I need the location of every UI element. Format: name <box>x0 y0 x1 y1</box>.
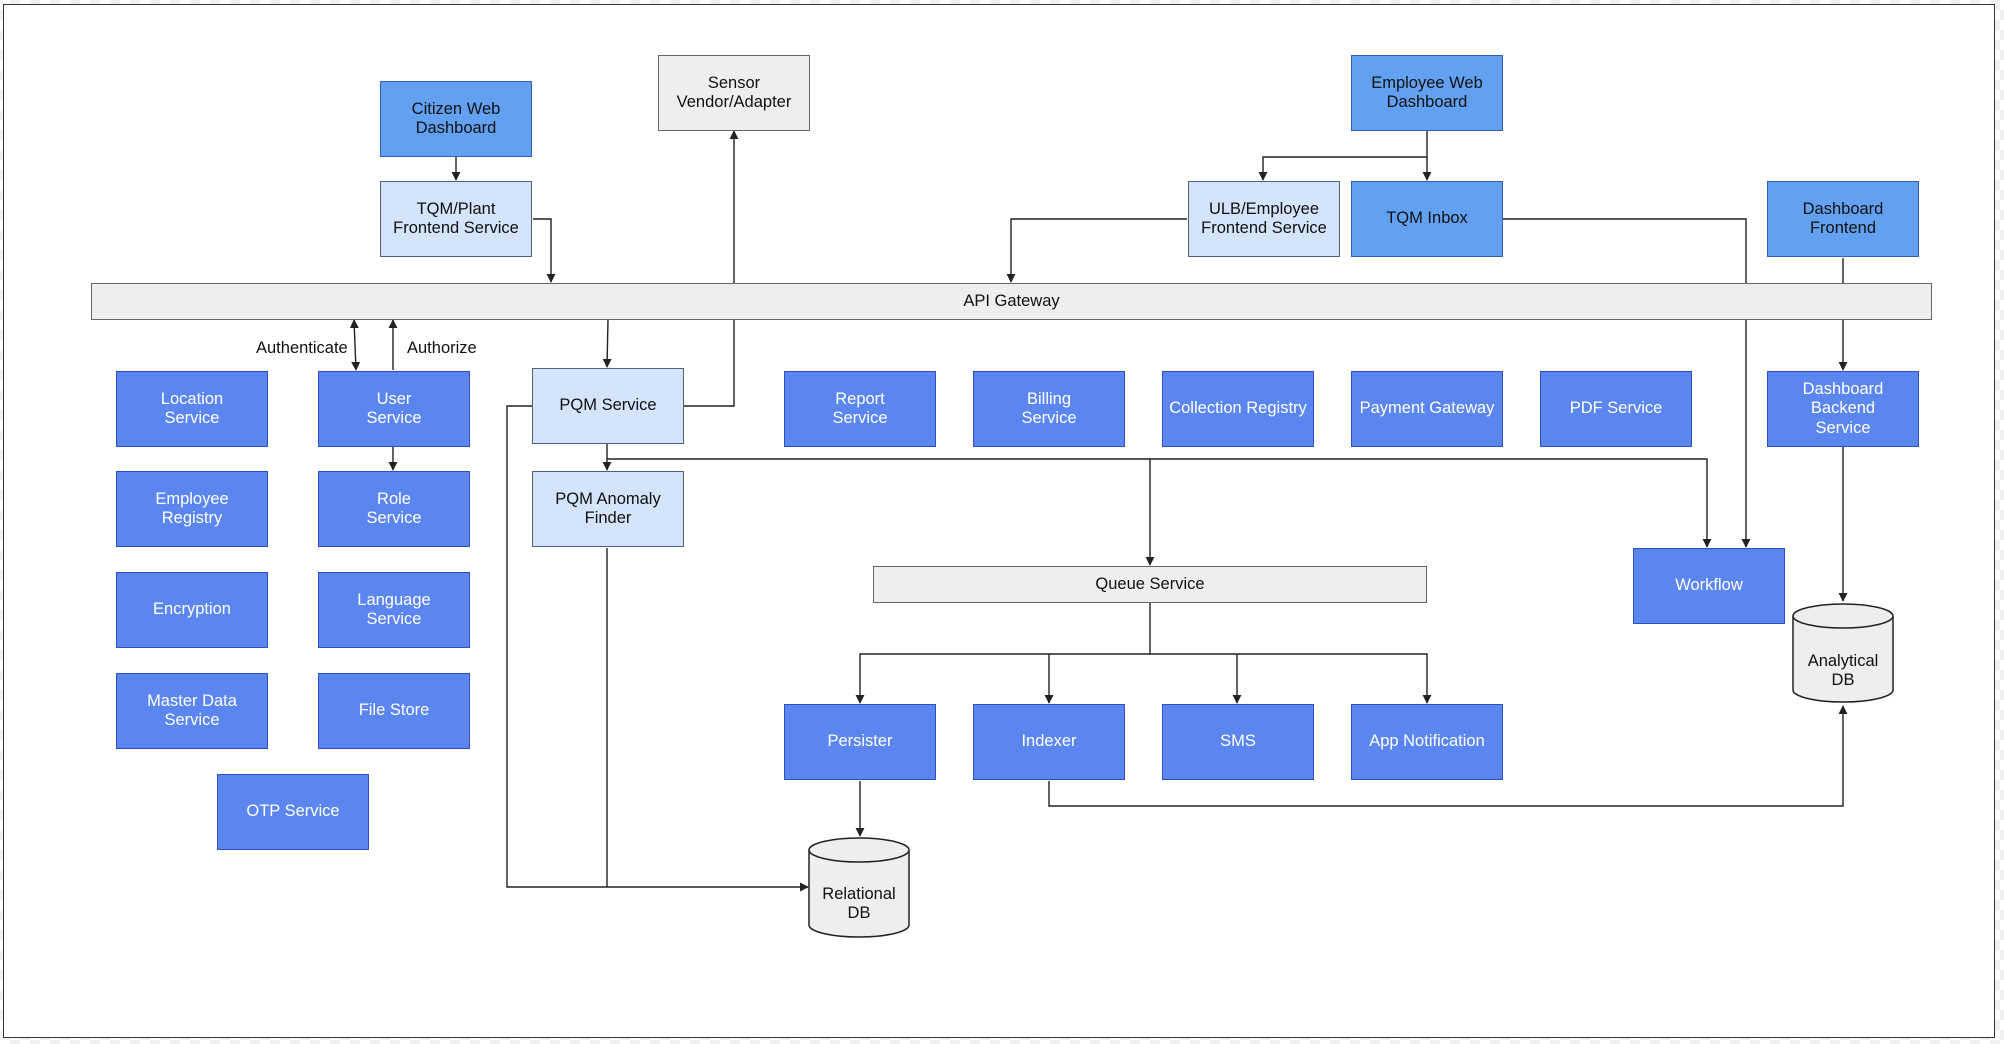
report-service[interactable]: Report Service <box>784 371 936 447</box>
otp-service[interactable]: OTP Service <box>217 774 369 850</box>
edge-pqm-bus <box>607 458 1712 548</box>
workflow[interactable]: Workflow <box>1633 548 1785 624</box>
sms[interactable]: SMS <box>1162 704 1314 780</box>
edge-inbox-to-workflow <box>1503 218 1751 548</box>
collection-registry[interactable]: Collection Registry <box>1162 371 1314 447</box>
file-store[interactable]: File Store <box>318 673 470 749</box>
role-service[interactable]: Role Service <box>318 471 470 547</box>
edge-pqm-to-relational <box>506 405 809 892</box>
edge-tqm-plant-to-gateway <box>533 218 556 283</box>
employee-registry[interactable]: Employee Registry <box>116 471 268 547</box>
authorize-label: Authorize <box>407 339 477 357</box>
employee-web-dashboard[interactable]: Employee Web Dashboard <box>1351 55 1503 131</box>
edge-gateway-to-pqm <box>602 319 612 368</box>
persister[interactable]: Persister <box>784 704 936 780</box>
relational-db-label: Relational DB <box>822 885 896 923</box>
analytical-db[interactable] <box>1792 603 1894 703</box>
language-service[interactable]: Language Service <box>318 572 470 648</box>
edge-queue-to-consumers <box>855 603 1151 704</box>
sensor-vendor-adapter[interactable]: Sensor Vendor/Adapter <box>658 55 810 131</box>
user-service[interactable]: User Service <box>318 371 470 447</box>
dashboard-frontend[interactable]: Dashboard Frontend <box>1767 181 1919 257</box>
tqm-inbox[interactable]: TQM Inbox <box>1351 181 1503 257</box>
api-gateway[interactable]: API Gateway <box>91 283 1932 320</box>
pdf-service[interactable]: PDF Service <box>1540 371 1692 447</box>
pqm-anomaly-finder[interactable]: PQM Anomaly Finder <box>532 471 684 547</box>
edge-queue-to-app-notification <box>1150 653 1432 704</box>
relational-db[interactable] <box>808 837 910 938</box>
encryption[interactable]: Encryption <box>116 572 268 648</box>
tqm-plant-frontend-service[interactable]: TQM/Plant Frontend Service <box>380 181 532 257</box>
analytical-db-label: Analytical DB <box>1807 652 1879 690</box>
edge-indexer-to-analytical <box>1048 705 1848 807</box>
edge-pqm-to-sensor <box>683 130 739 407</box>
citizen-web-dashboard[interactable]: Citizen Web Dashboard <box>380 81 532 157</box>
location-service[interactable]: Location Service <box>116 371 268 447</box>
pqm-service[interactable]: PQM Service <box>532 368 684 444</box>
dashboard-backend-service[interactable]: Dashboard Backend Service <box>1767 371 1919 447</box>
authenticate-label: Authenticate <box>256 339 348 357</box>
edge-employee-to-ulb <box>1258 130 1428 181</box>
billing-service[interactable]: Billing Service <box>973 371 1125 447</box>
payment-gateway[interactable]: Payment Gateway <box>1351 371 1503 447</box>
master-data-service[interactable]: Master Data Service <box>116 673 268 749</box>
ulb-employee-frontend-service[interactable]: ULB/Employee Frontend Service <box>1188 181 1340 257</box>
indexer[interactable]: Indexer <box>973 704 1125 780</box>
edge-ulb-to-gateway <box>1006 218 1187 283</box>
app-notification[interactable]: App Notification <box>1351 704 1503 780</box>
queue-service[interactable]: Queue Service <box>873 566 1427 603</box>
edge-authenticate <box>349 319 361 371</box>
